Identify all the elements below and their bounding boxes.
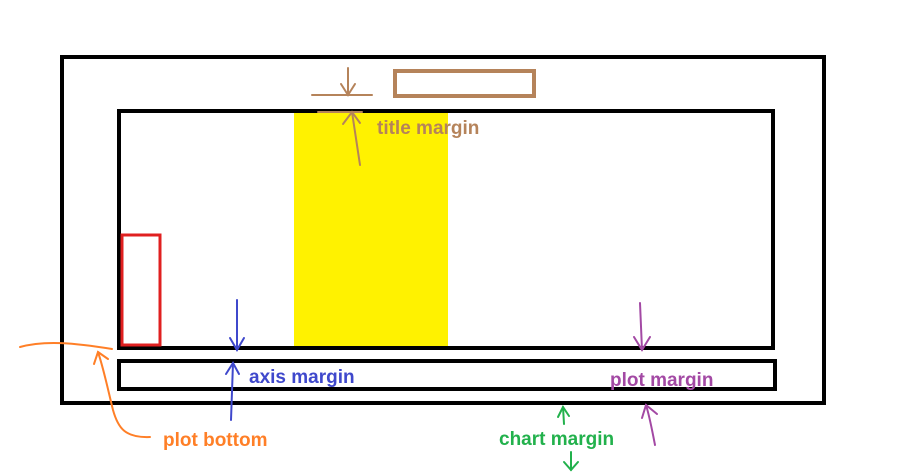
axis-box xyxy=(117,359,777,391)
plot-area-frame xyxy=(117,109,775,350)
highlight-band xyxy=(294,113,448,347)
title-margin-marker xyxy=(311,67,373,166)
plot-margin-marker xyxy=(633,302,658,446)
red-bar xyxy=(120,233,162,347)
plot-bottom-label: plot bottom xyxy=(163,430,267,451)
plot-bottom-marker xyxy=(19,341,151,439)
plot-margin-label: plot margin xyxy=(610,370,713,391)
axis-margin-marker xyxy=(225,299,245,421)
chart-frame xyxy=(60,55,826,405)
chart-margin-label: chart margin xyxy=(499,429,614,450)
chart-margin-marker xyxy=(557,405,579,472)
title-margin-label: title margin xyxy=(377,118,479,139)
title-box xyxy=(393,69,536,98)
axis-margin-label: axis margin xyxy=(249,367,355,388)
